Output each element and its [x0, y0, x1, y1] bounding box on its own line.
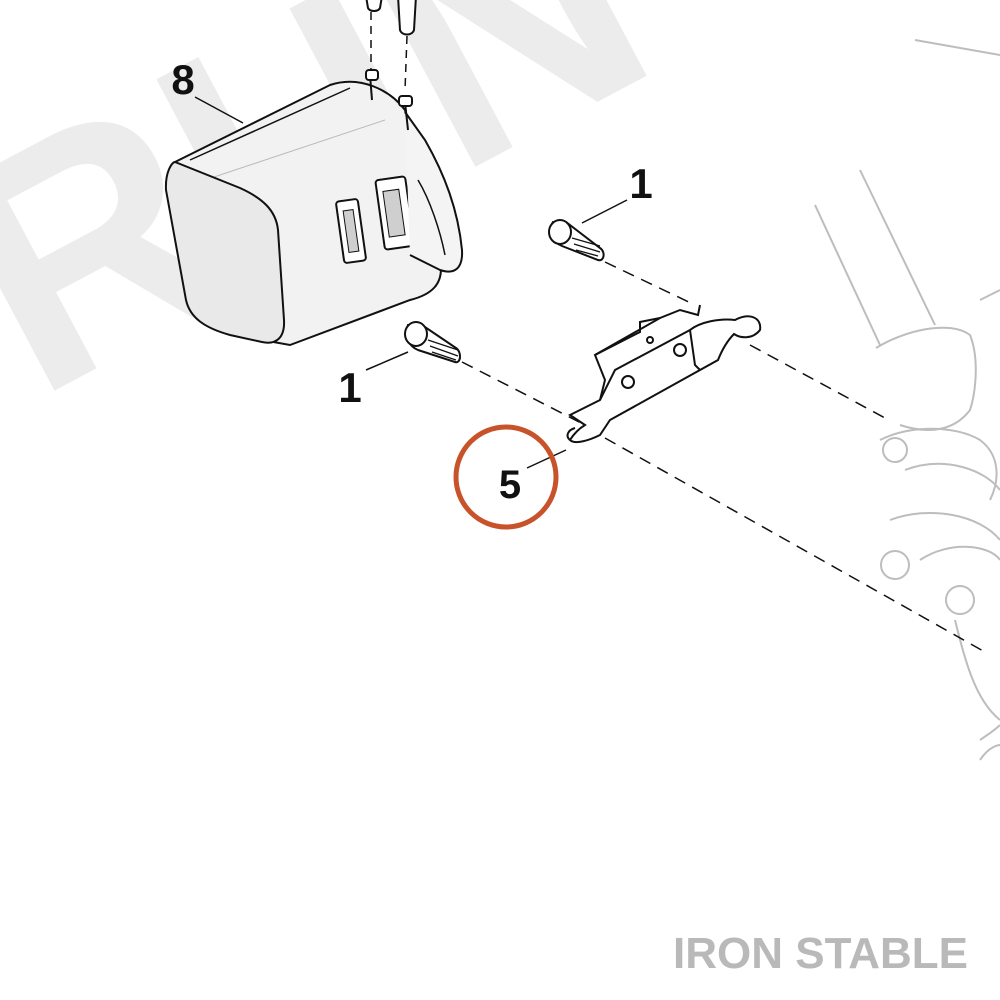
callout-5: 5 — [499, 463, 521, 507]
callout-8: 8 — [171, 56, 194, 103]
mounting-bracket — [566, 304, 762, 444]
fork-assembly — [814, 39, 1000, 761]
assembly-lines — [461, 261, 986, 653]
bolt-lower — [404, 321, 461, 364]
device-module — [164, 69, 464, 347]
leader-lines — [194, 96, 628, 469]
bolt-upper — [548, 219, 605, 262]
callout-1-upper: 1 — [629, 160, 652, 207]
callout-1-lower: 1 — [338, 364, 361, 411]
highlight-circle — [453, 424, 559, 530]
top-studs — [365, 0, 417, 91]
brand-logo-text: IRON STABLE — [673, 929, 968, 978]
